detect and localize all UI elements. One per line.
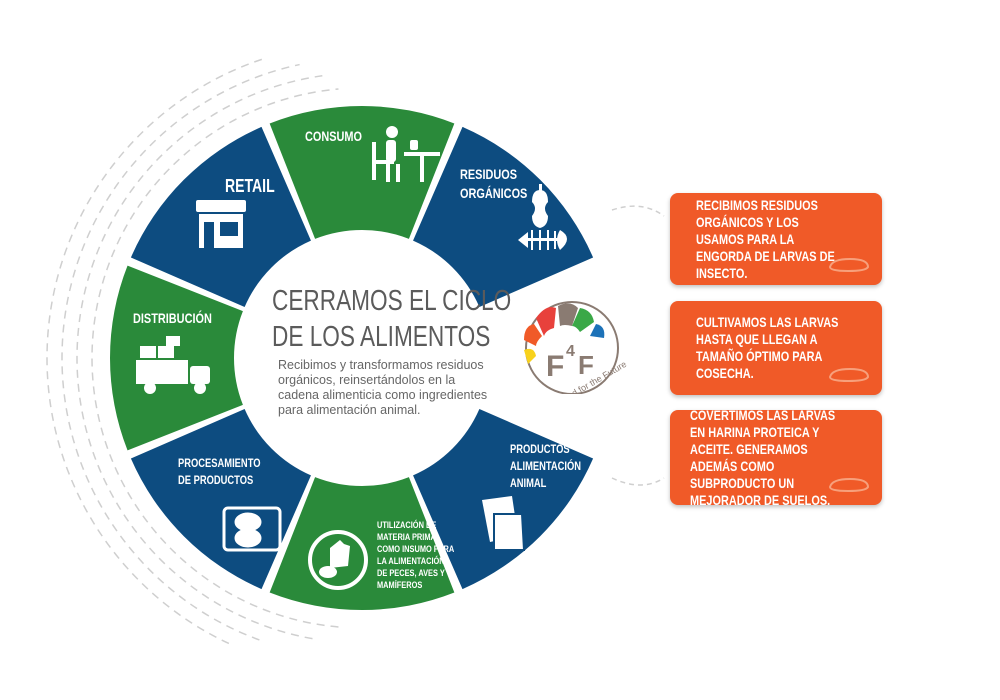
step-text: COVERTIMOS LAS LARVAS EN HARINA PROTEICA… (690, 406, 836, 508)
step-text: CULTIVAMOS LAS LARVAS HASTA QUE LLEGAN A… (696, 314, 839, 381)
f4f-logo: F 4 F Food for the Future (514, 290, 634, 406)
segment-retail: RETAIL (225, 176, 289, 198)
dashed-arc (61, 63, 300, 641)
segment-procesamiento: PROCESAMIENTO DE PRODUCTOS (178, 455, 284, 489)
step-card-3: COVERTIMOS LAS LARVAS EN HARINA PROTEICA… (670, 407, 882, 508)
larva-icon (828, 257, 870, 273)
segment-label: LA ALIMENTACIÓN (377, 556, 445, 567)
segment-label: MATERIA PRIMA (377, 532, 436, 543)
segment-productos-alimentacion-animal: PRODUCTOS ALIMENTACIÓN ANIMAL (510, 441, 601, 492)
segment-label: DE PRODUCTOS (178, 473, 254, 487)
segment-label: ORGÁNICOS (460, 185, 528, 201)
apple-core-icon (532, 184, 548, 228)
storefront-icon (196, 200, 246, 248)
svg-text:4: 4 (566, 343, 575, 360)
segment-label: ANIMAL (510, 476, 547, 490)
title-line: CERRAMOS EL CICLO (272, 285, 512, 317)
segment-label: PROCESAMIENTO (178, 456, 261, 470)
segment-label: CONSUMO (305, 128, 363, 144)
fish-bone-icon (518, 230, 567, 250)
segment-label: DE PECES, AVES Y (377, 568, 445, 579)
arrow-from-step-3 (611, 477, 665, 486)
dining-person-icon (372, 126, 440, 182)
segment-label: PRODUCTOS (510, 442, 570, 456)
segment-label: RETAIL (225, 176, 275, 196)
feed-sacks-icon (482, 496, 526, 551)
delivery-truck-icon (136, 336, 210, 394)
animal-feed-icon (308, 530, 368, 590)
segment-label: RESIDUOS (460, 166, 518, 182)
dashed-arc (91, 88, 339, 628)
svg-text:F: F (546, 350, 564, 383)
title-line: DE LOS ALIMENTOS (272, 321, 491, 353)
segment-consumo: CONSUMO (305, 128, 378, 145)
segment-label: COMO INSUMO PARA (377, 544, 455, 555)
segment-label: DISTRIBUCIÓN (133, 310, 212, 326)
step-card-1: RECIBIMOS RESIDUOS ORGÁNICOS Y LOS USAMO… (670, 193, 882, 285)
center-title: CERRAMOS EL CICLO DE LOS ALIMENTOS (272, 283, 579, 355)
segment-residuos-organicos: RESIDUOS ORGÁNICOS (460, 165, 546, 203)
segment-label: ALIMENTACIÓN (510, 459, 582, 473)
svg-text:F: F (578, 350, 594, 380)
segment-label: UTILIZACIÓN DE (377, 520, 437, 531)
segment-distribucion: DISTRIBUCIÓN (133, 310, 234, 327)
step-card-2: CULTIVAMOS LAS LARVAS HASTA QUE LLEGAN A… (670, 301, 882, 395)
segment-distribucion-shape (110, 265, 243, 451)
segment-residuos-shape (413, 126, 594, 307)
larva-icon (828, 367, 870, 383)
larva-icon (828, 477, 870, 493)
center-description: Recibimos y transformamos residuos orgán… (278, 358, 488, 417)
segment-utilizacion: UTILIZACIÓN DE MATERIA PRIMA COMO INSUMO… (377, 520, 476, 592)
segment-consumo-shape (269, 105, 455, 239)
segment-procesamiento-shape (130, 409, 311, 590)
step-text: RECIBIMOS RESIDUOS ORGÁNICOS Y LOS USAMO… (696, 196, 835, 281)
dashed-cycle-arcs (46, 57, 665, 645)
packaged-chicken-icon (222, 506, 282, 552)
segment-label: MAMÍFEROS (377, 580, 423, 591)
arrow-to-step-1 (611, 205, 665, 217)
dashed-arc (46, 57, 265, 645)
